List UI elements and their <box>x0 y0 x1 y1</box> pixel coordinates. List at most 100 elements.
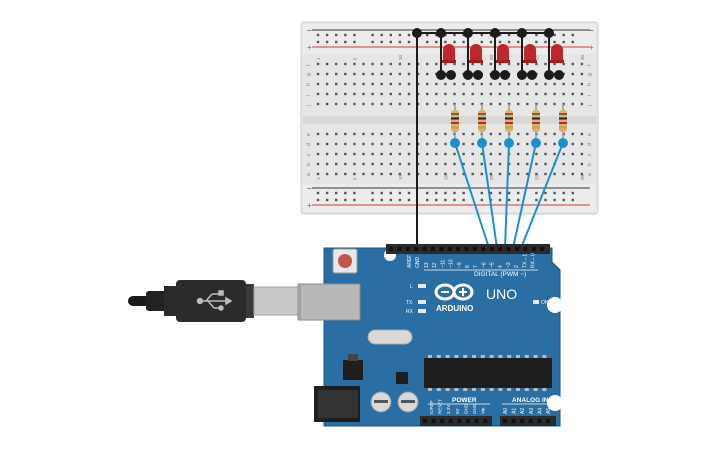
row-label: i <box>306 95 312 96</box>
row-label: h <box>306 83 312 86</box>
column-label: 30 <box>580 174 585 180</box>
row-label: g <box>306 73 312 76</box>
column-label: 5 <box>352 57 357 60</box>
rail-minus-label: − <box>307 26 312 35</box>
digital-pin-label: RX←0 <box>531 253 537 268</box>
wire[interactable] <box>520 142 564 249</box>
small-chip <box>396 372 408 384</box>
rail-plus-label-right: + <box>589 43 594 52</box>
power-pin-label: 3.3V <box>446 405 451 414</box>
digital-pin-label: 12 <box>432 262 438 268</box>
led-4[interactable] <box>517 28 537 80</box>
digital-pin-label: 8 <box>465 265 471 268</box>
column-label: 25 <box>534 54 539 60</box>
column-label: 5 <box>352 177 357 180</box>
digital-pin-label: TX→1 <box>522 254 528 268</box>
digital-pin-label: ~6 <box>481 262 487 268</box>
analog-pin-label: A1 <box>512 408 518 414</box>
rail-minus-label-bottom: − <box>307 184 312 193</box>
row-label: i <box>587 95 593 96</box>
analog-pin-label: A3 <box>529 408 535 414</box>
power-pin-label: RESET <box>438 399 443 414</box>
resistor-4[interactable] <box>531 104 541 148</box>
wire[interactable] <box>454 142 490 249</box>
resistor-2[interactable] <box>477 104 487 148</box>
rail-minus-label-right: − <box>589 26 594 35</box>
rail-plus-label: + <box>307 43 312 52</box>
power-label: POWER <box>452 397 477 404</box>
model-label: UNO <box>486 286 517 302</box>
power-pin-label: GND <box>463 403 468 414</box>
row-label: d <box>306 143 312 146</box>
analog-header[interactable] <box>500 416 556 426</box>
wire[interactable] <box>512 142 537 249</box>
digital-pin-label: 7 <box>473 265 479 268</box>
power-jack[interactable] <box>314 386 360 422</box>
resistor-5[interactable] <box>558 104 568 148</box>
atmega-chip <box>424 355 552 391</box>
row-label: d <box>587 143 593 146</box>
led-1[interactable] <box>436 28 456 80</box>
digital-pin-label: 4 <box>498 265 504 268</box>
column-label: 10 <box>398 174 403 180</box>
digital-pin-label: 13 <box>424 262 430 268</box>
row-label: e <box>587 133 593 136</box>
on-label: ON <box>541 300 549 306</box>
digital-pin-label: ~5 <box>490 262 496 268</box>
column-label: 10 <box>398 54 403 60</box>
digital-header[interactable] <box>386 244 550 254</box>
digital-pin-label: ~9 <box>457 262 463 268</box>
column-label: 15 <box>443 174 448 180</box>
rx-label: RX <box>406 309 414 315</box>
l-label: L <box>410 284 413 290</box>
row-label: f <box>587 64 593 66</box>
row-label: c <box>587 153 593 156</box>
power-pin-label: IOREF <box>429 400 434 414</box>
led-2[interactable] <box>463 28 483 80</box>
row-label: e <box>306 133 312 136</box>
resistor-3[interactable] <box>504 104 514 148</box>
usb-port <box>299 283 361 321</box>
capacitors <box>370 391 419 413</box>
led-3[interactable] <box>490 28 510 80</box>
crystal <box>367 329 413 345</box>
led-5[interactable] <box>544 28 564 80</box>
wire[interactable] <box>481 142 498 249</box>
wire[interactable] <box>504 142 510 249</box>
power-header[interactable] <box>420 416 492 426</box>
row-label: b <box>587 163 593 166</box>
power-pin-label: GND <box>472 403 477 414</box>
components[interactable] <box>436 28 568 148</box>
arduino-logo <box>434 283 474 301</box>
row-label: b <box>306 163 312 166</box>
column-label: 25 <box>534 174 539 180</box>
reset-button[interactable] <box>332 248 358 274</box>
status-leds: L TX RX <box>406 284 426 315</box>
column-label: 1 <box>316 57 321 60</box>
resistor-1[interactable] <box>450 104 460 148</box>
analog-pin-label: A0 <box>503 408 509 414</box>
row-label: j <box>587 105 593 107</box>
row-label: c <box>306 153 312 156</box>
row-label: a <box>587 173 593 176</box>
voltage-regulator <box>343 354 363 380</box>
row-label: g <box>587 73 593 76</box>
digital-pin-label: 2 <box>514 265 520 268</box>
analog-pin-label: A2 <box>520 408 526 414</box>
mounting-hole <box>547 297 563 313</box>
column-label: 20 <box>489 174 494 180</box>
rail-plus-label-bottom: + <box>307 201 312 210</box>
column-label: 1 <box>316 177 321 180</box>
brand-label: ARDUINO <box>436 304 473 313</box>
row-label: h <box>587 83 593 86</box>
breadboard-labels: 115510101515202025253030ffgghhiijjeeddcc… <box>306 54 593 180</box>
analog-pin-label: A5 <box>546 408 552 414</box>
power-pin-label: Vin <box>481 407 486 414</box>
power-pin-label: 5V <box>455 408 460 414</box>
usb-icon <box>196 290 233 311</box>
